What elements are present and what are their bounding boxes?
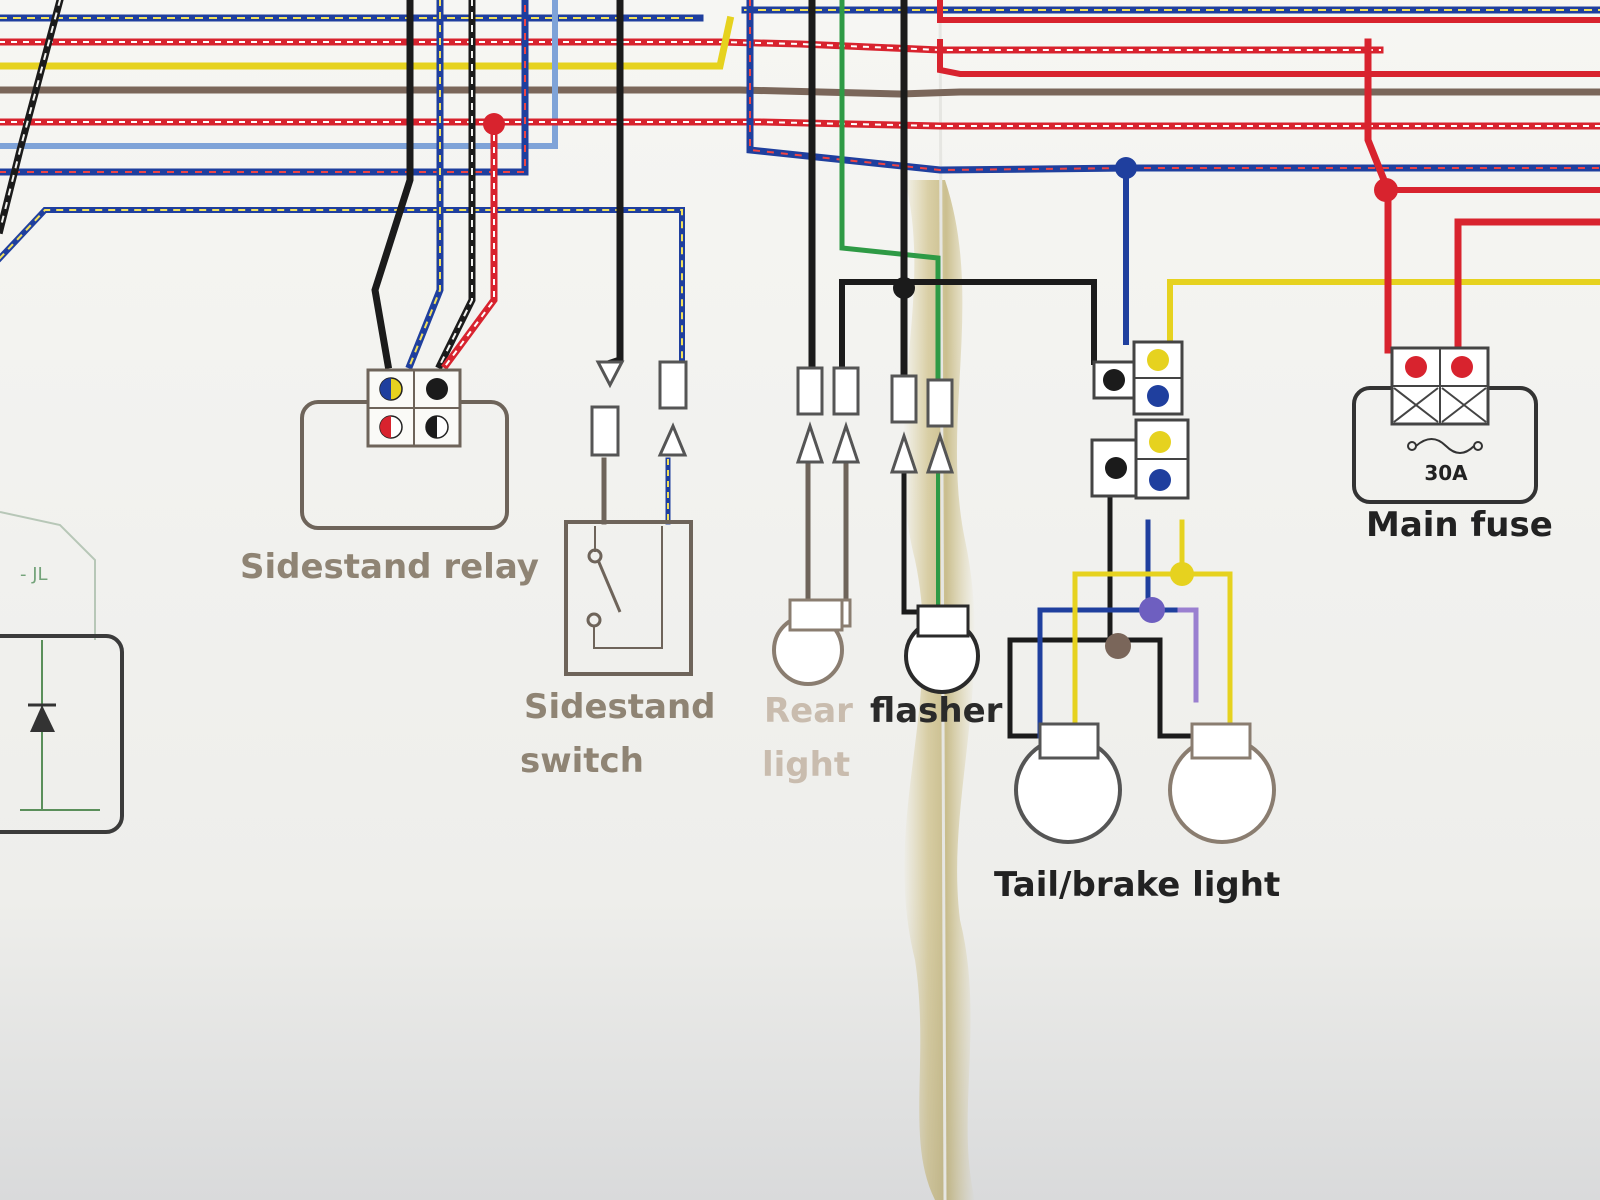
diode-icon bbox=[30, 705, 55, 732]
junction-dot bbox=[483, 113, 505, 135]
junction-dot bbox=[893, 277, 915, 299]
flasher-bulb bbox=[904, 604, 980, 694]
left-partial-component: - JL bbox=[0, 511, 124, 834]
rear-flasher-area: Rear light flasher bbox=[762, 0, 1097, 785]
junction-dot bbox=[1115, 157, 1137, 179]
partial-green-text: - JL bbox=[20, 564, 48, 585]
tail-connector-upper bbox=[1092, 340, 1184, 416]
fuse-rating-label: 30A bbox=[1424, 461, 1468, 485]
rear-light-connector bbox=[795, 366, 861, 464]
main-harness bbox=[0, 0, 1600, 373]
tail-brake-light-label: Tail/brake light bbox=[994, 865, 1280, 905]
switch-connector-blue bbox=[657, 360, 688, 457]
flasher-connector bbox=[889, 374, 955, 474]
rectifier-body bbox=[0, 634, 124, 834]
tail-bulb-left bbox=[1014, 722, 1122, 844]
fuse-icon bbox=[1407, 438, 1483, 454]
sidestand-switch: Sidestand switch bbox=[520, 0, 716, 781]
flasher-label: flasher bbox=[870, 691, 1003, 731]
sidestand-switch-label-2: switch bbox=[520, 741, 644, 781]
switch-connector-black bbox=[590, 360, 625, 457]
tail-connector-lower bbox=[1090, 418, 1190, 500]
junction-dot bbox=[1374, 178, 1398, 202]
junction-dot bbox=[1139, 597, 1165, 623]
main-fuse: 30A Main fuse bbox=[1352, 38, 1600, 545]
rear-light-label-2: light bbox=[762, 745, 850, 785]
page-fold bbox=[938, 0, 947, 1200]
rear-light-label-1: Rear bbox=[764, 691, 853, 731]
sidestand-relay-label: Sidestand relay bbox=[240, 547, 539, 587]
tail-bulb-right bbox=[1168, 722, 1276, 844]
tail-brake-light: Tail/brake light bbox=[994, 157, 1600, 905]
main-fuse-label: Main fuse bbox=[1366, 505, 1553, 545]
switch-body bbox=[564, 520, 693, 676]
sidestand-relay: Sidestand relay bbox=[240, 0, 539, 587]
relay-pin-black bbox=[426, 378, 448, 400]
junction-dot bbox=[1105, 633, 1131, 659]
sidestand-switch-label-1: Sidestand bbox=[524, 687, 716, 727]
junction-dot bbox=[1170, 562, 1194, 586]
rear-light-bulb bbox=[772, 598, 852, 686]
